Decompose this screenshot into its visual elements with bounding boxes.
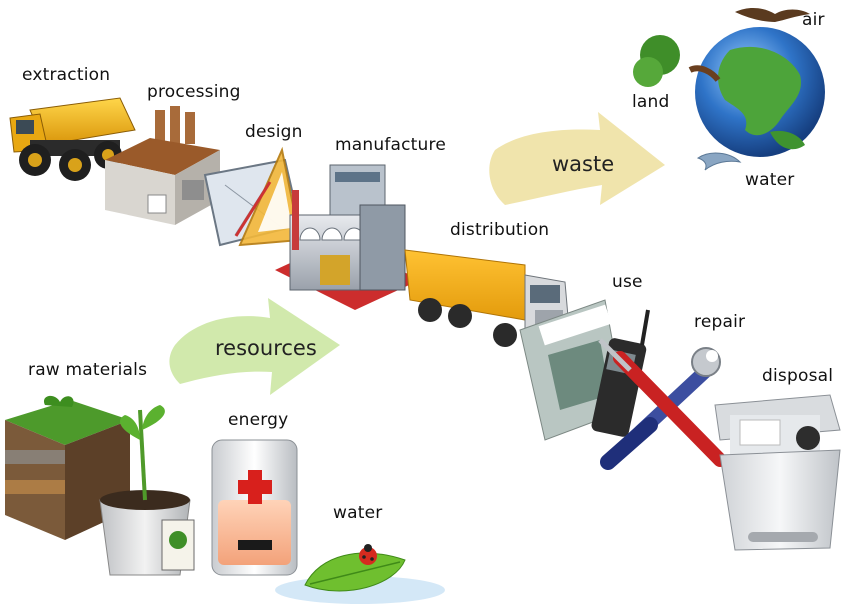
label-processing: processing bbox=[147, 82, 241, 102]
dolphin-icon bbox=[696, 152, 742, 171]
label-disposal: disposal bbox=[762, 366, 834, 386]
battery-icon bbox=[211, 439, 298, 576]
label-manufacture: manufacture bbox=[335, 135, 446, 155]
label-repair: repair bbox=[694, 312, 746, 332]
tree-icon bbox=[633, 35, 721, 87]
label-water-resource: water bbox=[333, 503, 383, 523]
wrench-screwdriver-icon bbox=[598, 338, 727, 470]
label-raw-materials: raw materials bbox=[28, 360, 148, 380]
resources-arrow bbox=[169, 298, 340, 395]
label-air: air bbox=[802, 10, 825, 30]
dump-truck-icon bbox=[9, 97, 136, 181]
leaf-ladybug-icon bbox=[275, 544, 445, 604]
label-energy: energy bbox=[228, 410, 289, 430]
label-land: land bbox=[632, 92, 670, 112]
eagle-icon bbox=[735, 7, 810, 22]
trash-bin-icon bbox=[714, 394, 841, 551]
waste-arrow bbox=[489, 112, 665, 205]
label-water-waste: water bbox=[745, 170, 795, 190]
globe-icon bbox=[695, 27, 825, 157]
factory-icon bbox=[105, 106, 220, 225]
drafting-tools-icon bbox=[203, 146, 302, 247]
manufacturing-plant-icon bbox=[275, 164, 420, 310]
resources-arrow-label: resources bbox=[215, 336, 317, 360]
waste-arrow-label: waste bbox=[552, 152, 615, 176]
label-extraction: extraction bbox=[22, 65, 111, 85]
label-use: use bbox=[612, 272, 643, 292]
label-design: design bbox=[245, 122, 303, 142]
soil-plant-icon bbox=[5, 395, 195, 576]
label-distribution: distribution bbox=[450, 220, 550, 240]
